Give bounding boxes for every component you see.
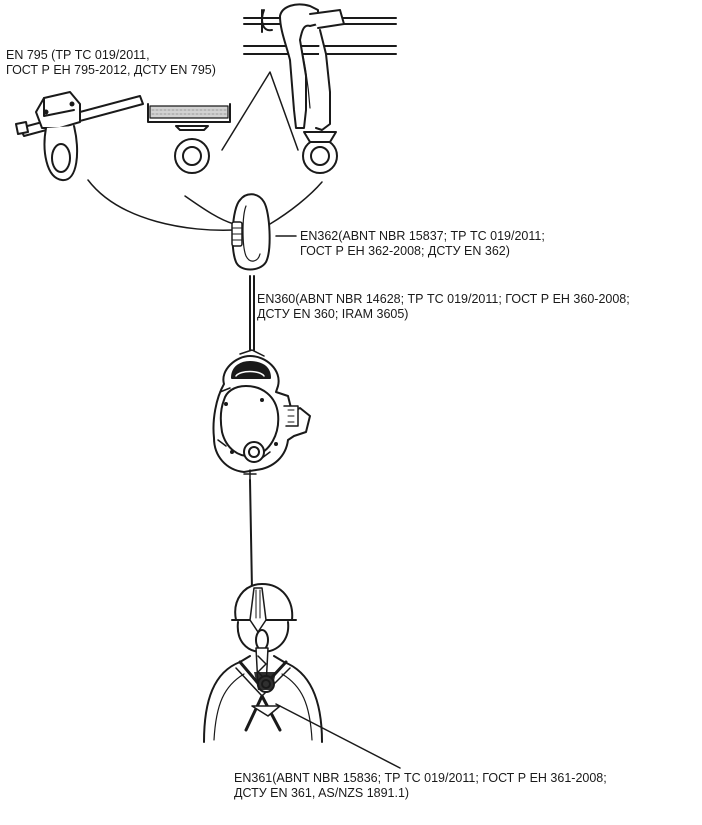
- carabiner-icon: [232, 194, 270, 269]
- connector-line: [250, 276, 254, 350]
- en362-connector-label: EN362(ABNT NBR 15837; ТР ТС 019/2011; ГО…: [300, 229, 545, 259]
- label-line: EN362(ABNT NBR 15837; ТР ТС 019/2011;: [300, 229, 545, 244]
- connector-line: [222, 72, 298, 150]
- lifeline-cable: [250, 480, 252, 590]
- label-line: EN360(ABNT NBR 14628; ТР ТС 019/2011; ГО…: [257, 292, 630, 307]
- beam-clamp-anchor-icon: [16, 92, 143, 180]
- label-line: ГОСТ Р ЕН 795-2012, ДСТУ EN 795): [6, 63, 216, 78]
- harness-pointer-line: [276, 704, 400, 768]
- label-line: ГОСТ Р ЕН 362-2008; ДСТУ EN 362): [300, 244, 545, 259]
- label-line: ДСТУ EN 361, AS/NZS 1891.1): [234, 786, 607, 801]
- label-line: EN361(ABNT NBR 15836; ТР ТС 019/2011; ГО…: [234, 771, 607, 786]
- concrete-anchor-ring-icon: [148, 104, 230, 173]
- connector-arc: [185, 196, 234, 224]
- label-line: ДСТУ EN 360; IRAM 3605): [257, 307, 630, 322]
- en795-anchor-label: EN 795 (ТР ТС 019/2011, ГОСТ Р ЕН 795-20…: [6, 48, 216, 78]
- connector-arc: [270, 182, 322, 224]
- label-line: EN 795 (ТР ТС 019/2011,: [6, 48, 216, 63]
- connector-arc: [88, 180, 234, 230]
- en360-srl-label: EN360(ABNT NBR 14628; ТР ТС 019/2011; ГО…: [257, 292, 630, 322]
- en361-harness-label: EN361(ABNT NBR 15836; ТР ТС 019/2011; ГО…: [234, 771, 607, 801]
- self-retracting-lifeline-icon: [213, 356, 310, 480]
- beam-strap-anchor-icon: [244, 4, 396, 173]
